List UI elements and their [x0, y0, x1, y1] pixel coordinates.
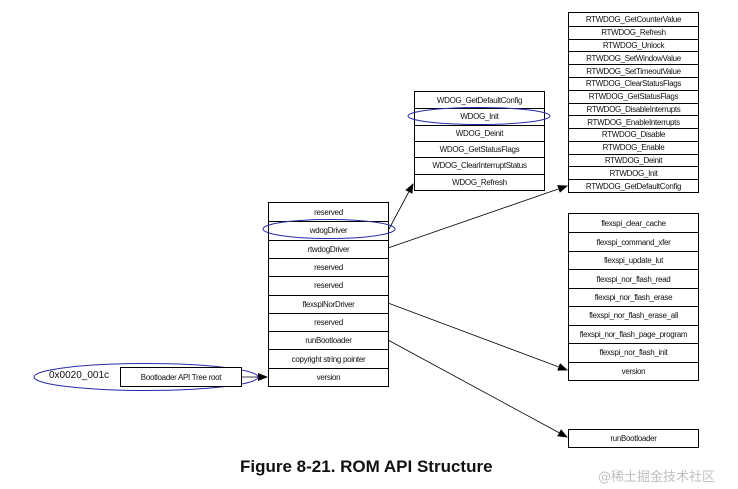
bootloader-api-tree-root[interactable]: Bootloader API Tree root: [120, 367, 242, 387]
table-row-reserved[interactable]: reserved: [269, 312, 388, 331]
table-row-flexspi-nor-flash-erase[interactable]: flexspi_nor_flash_erase: [569, 287, 698, 306]
table-row-version[interactable]: version: [269, 367, 388, 386]
table-row-rtwdog-init[interactable]: RTWDOG_Init: [569, 166, 698, 179]
table-row-rtwdog-setwindowvalue[interactable]: RTWDOG_SetWindowValue: [569, 51, 698, 64]
arrow-rtwdog: [387, 185, 568, 249]
table-row-rtwdogdriver[interactable]: rtwdogDriver: [269, 239, 388, 258]
table-row-wdog-getstatusflags[interactable]: WDOG_GetStatusFlags: [415, 141, 544, 157]
arrow-flexspi: [387, 302, 568, 371]
table-row-rtwdog-settimeoutvalue[interactable]: RTWDOG_SetTimeoutValue: [569, 64, 698, 77]
figure-caption: Figure 8-21. ROM API Structure: [240, 457, 493, 476]
table-row-rtwdog-refresh[interactable]: RTWDOG_Refresh: [569, 25, 698, 39]
table-row-wdog-clearinterruptstatus[interactable]: WDOG_ClearInterruptStatus: [415, 157, 544, 173]
table-row-rtwdog-unlock[interactable]: RTWDOG_Unlock: [569, 38, 698, 52]
table-row-rtwdog-disable[interactable]: RTWDOG_Disable: [569, 128, 698, 141]
table-row-reserved[interactable]: reserved: [314, 207, 343, 217]
table-row-rtwdog-enableinterrupts[interactable]: RTWDOG_EnableInterrupts: [569, 115, 698, 128]
watermark: @稀土掘金技术社区: [598, 470, 716, 485]
table-row-wdog-refresh[interactable]: WDOG_Refresh: [415, 173, 544, 190]
table-row-flexspi-nor-flash-page-program[interactable]: flexspi_nor_flash_page_program: [569, 324, 698, 343]
table-row-reserved[interactable]: reserved: [269, 276, 388, 294]
table-row-copyright-string-pointer[interactable]: copyright string pointer: [269, 349, 388, 367]
table-row-version[interactable]: version: [569, 361, 698, 380]
root-label: Bootloader API Tree root: [140, 372, 222, 382]
table-row-rtwdog-disableinterrupts[interactable]: RTWDOG_DisableInterrupts: [569, 102, 698, 116]
table-row-rtwdog-enable[interactable]: RTWDOG_Enable: [569, 140, 698, 154]
table-row-flexspi-command-xfer[interactable]: flexspi_command_xfer: [569, 232, 698, 250]
table-row-runbootloader[interactable]: runBootloader: [610, 434, 657, 443]
table-row-wdog-getdefaultconfig[interactable]: WDOG_GetDefaultConfig: [436, 95, 523, 105]
table-row-rtwdog-clearstatusflags[interactable]: RTWDOG_ClearStatusFlags: [569, 76, 698, 90]
table-row-wdog-deinit[interactable]: WDOG_Deinit: [415, 124, 544, 141]
arrow-wdog: [388, 183, 414, 230]
table-row-wdog-init[interactable]: WDOG_Init: [415, 108, 544, 124]
table-row-wdogdriver[interactable]: wdogDriver: [269, 221, 388, 239]
table-row-rtwdog-deinit[interactable]: RTWDOG_Deinit: [569, 153, 698, 167]
table-row-flexspi-clear-cache[interactable]: flexspi_clear_cache: [601, 218, 666, 228]
table-row-rtwdog-getcountervalue[interactable]: RTWDOG_GetCounterValue: [585, 14, 682, 24]
table-row-runbootloader[interactable]: runBootloader: [269, 331, 388, 349]
root-address: 0x0020_001c: [49, 370, 110, 381]
table-row-flexspi-nor-flash-read[interactable]: flexspi_nor_flash_read: [569, 269, 698, 287]
table-row-flexspinordriver[interactable]: flexspiNorDriver: [269, 294, 388, 313]
runbootloader-table: runBootloader: [568, 429, 699, 448]
root-highlight-ellipse: [33, 363, 259, 391]
arrow-runbootloader: [387, 339, 568, 438]
table-row-flexspi-update-lut[interactable]: flexspi_update_lut: [569, 250, 698, 269]
table-row-flexspi-nor-flash-erase-all[interactable]: flexspi_nor_flash_erase_all: [569, 306, 698, 324]
table-row-rtwdog-getstatusflags[interactable]: RTWDOG_GetStatusFlags: [569, 89, 698, 103]
table-row-rtwdog-getdefaultconfig[interactable]: RTWDOG_GetDefaultConfig: [569, 179, 698, 192]
table-row-flexspi-nor-flash-init[interactable]: flexspi_nor_flash_init: [569, 343, 698, 361]
table-row-reserved[interactable]: reserved: [269, 257, 388, 276]
